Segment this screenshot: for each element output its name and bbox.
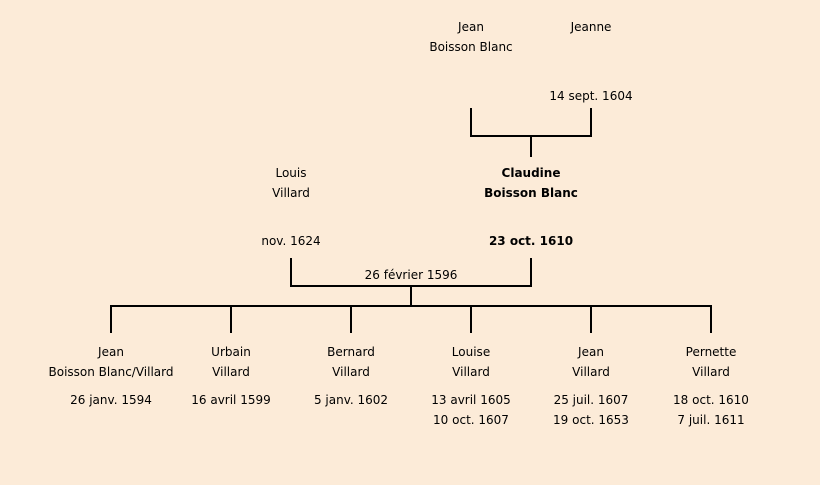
person-last-name: Boisson Blanc <box>484 186 578 200</box>
person-first-name: Jean <box>458 20 484 34</box>
person-date: 25 juil. 1607 <box>553 393 629 407</box>
person-first-name: Pernette <box>685 345 737 359</box>
marriage-date: 26 février 1596 <box>364 268 458 282</box>
person-date-2: 10 oct. 1607 <box>433 413 509 427</box>
person-date-2: 7 juil. 1611 <box>677 413 745 427</box>
person-last-name: Villard <box>692 365 730 379</box>
person-last-name: Villard <box>272 186 310 200</box>
person-last-name: Boisson Blanc/Villard <box>48 365 174 379</box>
person-first-name: Claudine <box>501 166 561 180</box>
person-first-name: Jean <box>98 345 124 359</box>
person-date: 5 janv. 1602 <box>313 393 389 407</box>
person-date: 16 avril 1599 <box>191 393 271 407</box>
person-date: 13 avril 1605 <box>431 393 511 407</box>
person-last-name: Villard <box>452 365 490 379</box>
person-last-name: Villard <box>572 365 610 379</box>
person-date: 14 sept. 1604 <box>549 89 633 103</box>
person-last-name: Boisson Blanc <box>429 40 513 54</box>
person-first-name: Louis <box>275 166 307 180</box>
person-first-name: Urbain <box>211 345 251 359</box>
person-date: 18 oct. 1610 <box>673 393 749 407</box>
person-last-name: Villard <box>212 365 250 379</box>
person-date-2: 19 oct. 1653 <box>553 413 629 427</box>
person-date: nov. 1624 <box>261 234 321 248</box>
person-last-name: Villard <box>332 365 370 379</box>
person-first-name: Bernard <box>327 345 375 359</box>
person-date: 23 oct. 1610 <box>488 234 574 248</box>
person-date: 26 janv. 1594 <box>70 393 152 407</box>
person-first-name: Louise <box>451 345 491 359</box>
person-first-name: Jeanne <box>570 20 612 34</box>
person-first-name: Jean <box>578 345 604 359</box>
